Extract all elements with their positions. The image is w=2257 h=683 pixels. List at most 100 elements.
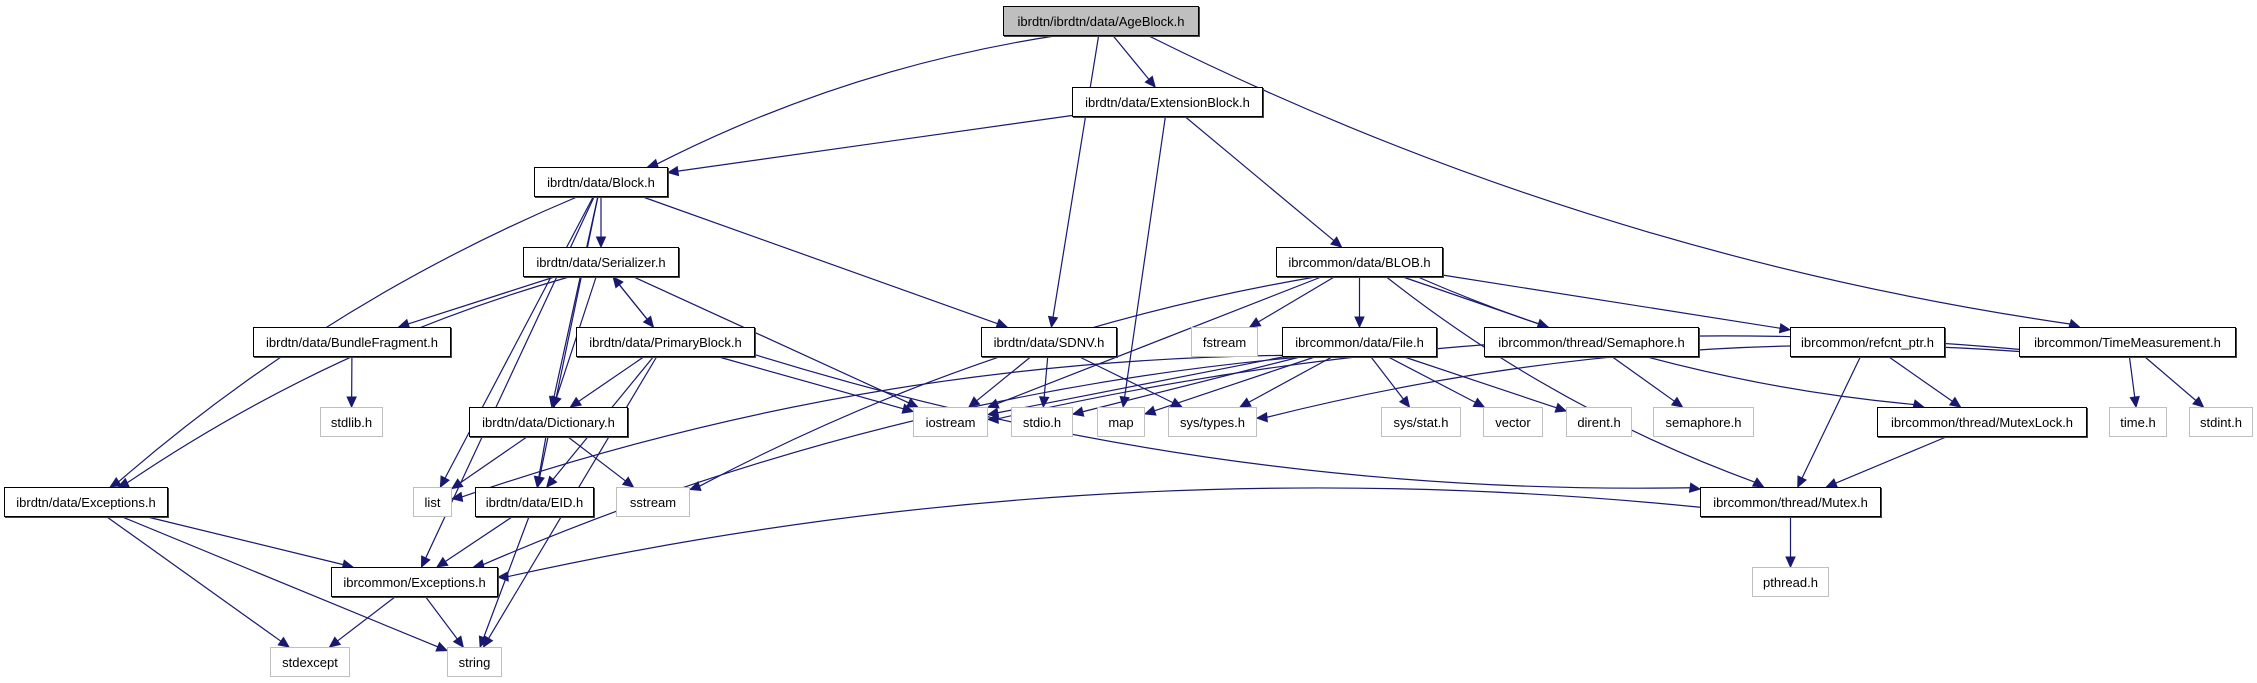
node-label: ibrdtn/data/PrimaryBlock.h — [589, 334, 742, 350]
edge-file-to-stdio — [1082, 356, 1301, 413]
edge-semaphore-h-to-semaphore — [1612, 356, 1675, 402]
node-block[interactable]: ibrdtn/data/Block.h — [534, 167, 668, 197]
arrowhead-icon — [1785, 556, 1796, 569]
node-iostream: iostream — [913, 407, 988, 437]
arrowhead-icon — [1554, 402, 1568, 413]
arrowhead-icon — [1248, 317, 1262, 328]
node-label: ibrcommon/TimeMeasurement.h — [2034, 334, 2221, 350]
node-label: ibrcommon/thread/MutexLock.h — [1890, 414, 2074, 430]
node-dictionary[interactable]: ibrdtn/data/Dictionary.h — [469, 407, 628, 437]
node-label: map — [1108, 414, 1134, 430]
node-extensionblock[interactable]: ibrdtn/data/ExtensionBlock.h — [1072, 87, 1263, 117]
arrowhead-icon — [688, 481, 702, 492]
edge-file-to-exceptions-common — [483, 356, 1301, 566]
node-label: sys/stat.h — [1393, 414, 1449, 430]
edge-extensionblock-to-map — [1124, 116, 1166, 398]
edge-file-to-list — [461, 354, 1283, 498]
edge-file-to-vector — [1388, 356, 1476, 403]
node-fstream: fstream — [1191, 327, 1258, 357]
edge-dictionary-to-eid — [538, 436, 547, 478]
node-label: stdexcept — [282, 654, 338, 670]
node-label: ibrdtn/data/SDNV.h — [993, 334, 1105, 350]
edge-block-to-sdnv — [642, 196, 998, 325]
edge-file-to-systypes — [1248, 356, 1333, 403]
edge-file-to-map — [1154, 356, 1315, 412]
arrowhead-icon — [346, 396, 357, 409]
arrowhead-icon — [109, 476, 122, 488]
edge-serializer-to-bundlefragment — [408, 276, 555, 325]
node-label: stdint.h — [2200, 414, 2242, 430]
edge-block-to-exceptions-dtn — [118, 196, 578, 483]
edge-exceptions-common-to-string — [425, 596, 458, 640]
edge-refcnt-to-mutex — [1801, 356, 1861, 479]
arrowhead-icon — [1170, 397, 1183, 408]
node-list: list — [413, 487, 452, 517]
node-label: ibrcommon/data/File.h — [1295, 334, 1424, 350]
arrowhead-icon — [546, 475, 558, 488]
arrowhead-icon — [1071, 406, 1085, 417]
node-label: list — [424, 494, 441, 510]
node-label: sstream — [629, 494, 677, 510]
edge-blob-to-fstream — [1258, 276, 1335, 323]
arrowhead-icon — [450, 478, 464, 490]
edge-timemeasurement-to-stdint — [2144, 356, 2197, 401]
edge-timemeasurement-to-time — [2128, 356, 2136, 398]
arrowhead-icon — [420, 555, 431, 569]
node-file[interactable]: ibrcommon/data/File.h — [1282, 327, 1437, 357]
node-semaphore-h[interactable]: ibrcommon/thread/Semaphore.h — [1484, 327, 1699, 357]
node-label: ibrdtn/data/Block.h — [547, 174, 655, 190]
node-label: string — [458, 654, 491, 670]
edge-exceptions-dtn-to-stdexcept — [106, 516, 282, 642]
node-vector: vector — [1483, 407, 1543, 437]
edge-primaryblock-to-mutex — [754, 354, 1691, 489]
arrowhead-icon — [595, 236, 607, 249]
arrowhead-icon — [1238, 397, 1252, 408]
node-eid[interactable]: ibrdtn/data/EID.h — [475, 487, 594, 517]
node-primaryblock[interactable]: ibrdtn/data/PrimaryBlock.h — [576, 327, 755, 357]
edge-eid-to-exceptions-common — [444, 516, 513, 562]
arrowhead-icon — [1688, 482, 1702, 493]
node-string: string — [447, 647, 502, 677]
node-label: sys/types.h — [1179, 414, 1246, 430]
node-systypes: sys/types.h — [1168, 407, 1257, 437]
node-mutexlock[interactable]: ibrcommon/thread/MutexLock.h — [1877, 407, 2087, 437]
node-blob[interactable]: ibrcommon/data/BLOB.h — [1276, 247, 1443, 277]
node-sstream: sstream — [616, 487, 690, 517]
edge-dictionary-to-sstream — [567, 436, 626, 482]
node-label: ibrdtn/data/ExtensionBlock.h — [1085, 94, 1250, 110]
arrowhead-icon — [612, 276, 624, 289]
node-semaphore: semaphore.h — [1653, 407, 1754, 437]
node-dirent: dirent.h — [1566, 407, 1632, 437]
node-sdnv[interactable]: ibrdtn/data/SDNV.h — [981, 327, 1117, 357]
node-label: ibrcommon/refcnt_ptr.h — [1801, 334, 1934, 350]
node-label: stdlib.h — [330, 414, 373, 430]
node-label: fstream — [1202, 334, 1247, 350]
arrowhead-icon — [621, 476, 635, 488]
node-timemeasurement[interactable]: ibrcommon/TimeMeasurement.h — [2019, 327, 2236, 357]
edge-blob-to-mutex — [1386, 276, 1756, 483]
edge-exceptions-dtn-to-exceptions-common — [147, 516, 344, 566]
node-exceptions-dtn[interactable]: ibrdtn/data/Exceptions.h — [4, 487, 168, 517]
node-bundlefragment[interactable]: ibrdtn/data/BundleFragment.h — [253, 327, 451, 357]
node-refcnt[interactable]: ibrcommon/refcnt_ptr.h — [1790, 327, 1945, 357]
edge-serializer-to-exceptions-dtn — [126, 276, 569, 484]
arrowhead-icon — [569, 396, 583, 408]
edge-sdnv-to-stdio — [1043, 356, 1049, 398]
arrowhead-icon — [905, 397, 919, 408]
edge-sdnv-to-systypes — [1079, 356, 1174, 404]
node-mutex[interactable]: ibrcommon/thread/Mutex.h — [1700, 487, 1881, 517]
arrowhead-icon — [328, 636, 342, 648]
arrowhead-icon — [478, 635, 489, 649]
arrowhead-icon — [986, 413, 999, 425]
node-pthread: pthread.h — [1752, 567, 1829, 597]
arrowhead-icon — [1948, 396, 1962, 408]
node-serializer[interactable]: ibrdtn/data/Serializer.h — [523, 247, 679, 277]
edge-blob-to-iostream — [997, 276, 1322, 405]
node-stdint: stdint.h — [2189, 407, 2253, 437]
edge-file-to-sysstat — [1370, 356, 1404, 400]
arrowhead-icon — [1751, 477, 1765, 488]
node-exceptions-common[interactable]: ibrcommon/Exceptions.h — [331, 567, 498, 597]
node-ageblock[interactable]: ibrdtn/ibrdtn/data/AgeBlock.h — [1003, 6, 1199, 36]
edge-serializer-to-iostream — [633, 276, 909, 404]
edge-ageblock-to-timemeasurement — [1148, 35, 2071, 325]
